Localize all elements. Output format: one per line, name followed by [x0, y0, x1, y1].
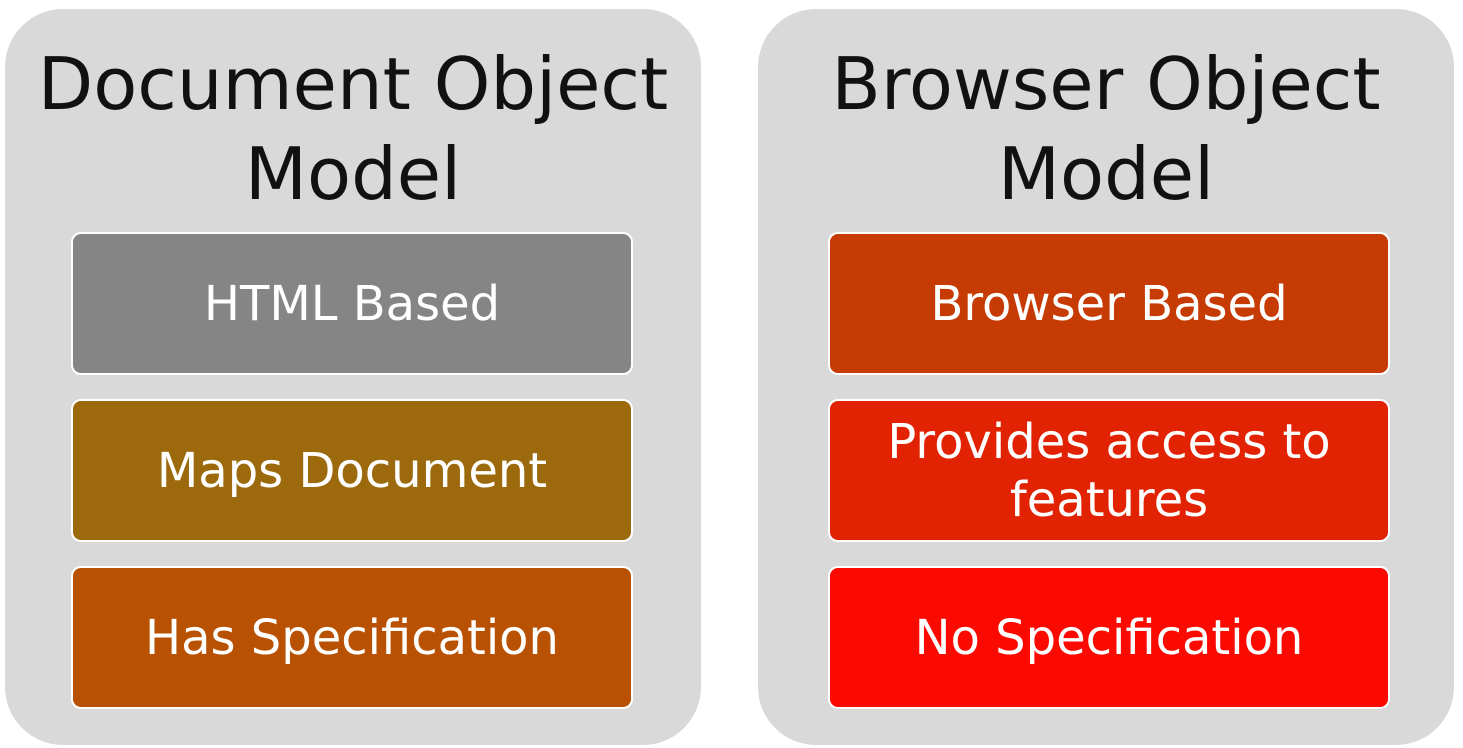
bom-panel-title: Browser Object Model [831, 42, 1381, 216]
bom-item-provides-access: Provides access to features [828, 399, 1390, 542]
bom-item-browser-based: Browser Based [828, 232, 1390, 375]
dom-panel: Document Object Model HTML Based Maps Do… [5, 9, 701, 745]
dom-item-maps-document: Maps Document [71, 399, 633, 542]
bom-item-no-specification: No Specification [828, 566, 1390, 709]
dom-item-has-specification: Has Specification [71, 566, 633, 709]
bom-panel: Browser Object Model Browser Based Provi… [758, 9, 1454, 745]
dom-panel-title: Document Object Model [37, 42, 669, 216]
dom-item-html-based: HTML Based [71, 232, 633, 375]
